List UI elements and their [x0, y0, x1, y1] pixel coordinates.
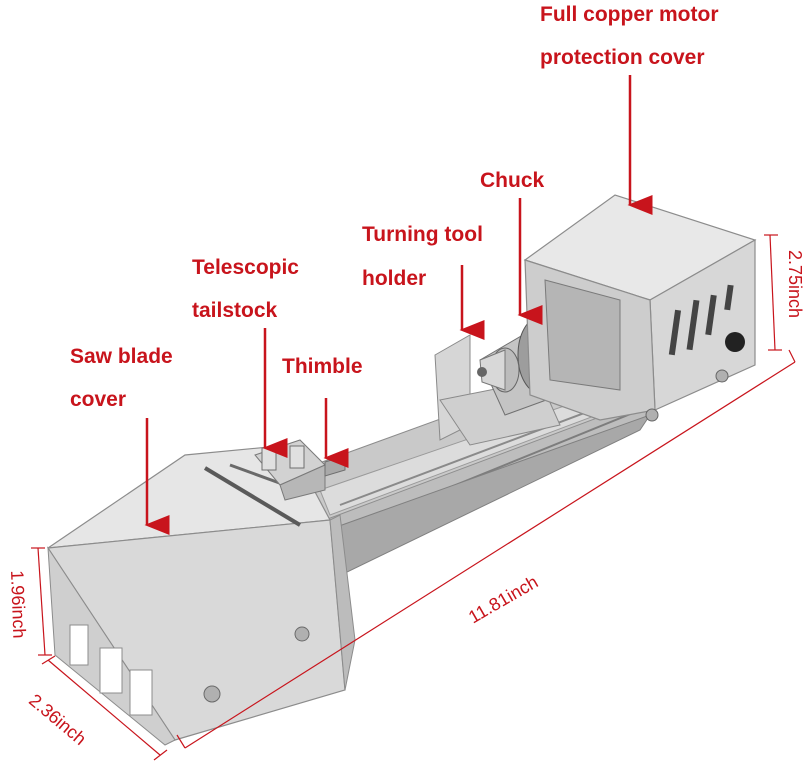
dimension-lines — [31, 234, 796, 761]
dimension-height-left: 1.96inch — [7, 570, 30, 639]
label-tailstock-line2: tailstock — [192, 299, 278, 322]
label-thimble: Thimble — [282, 355, 363, 378]
motor-protection-cover — [523, 194, 757, 422]
label-tool-holder-line1: Turning tool — [362, 223, 483, 246]
label-saw-cover-line1: Saw blade — [70, 345, 173, 368]
label-tailstock-line1: Telescopic — [192, 256, 299, 279]
dimension-height-right: 2.75inch — [785, 250, 804, 319]
label-motor-cover-line2: protection cover — [540, 46, 705, 69]
label-motor-cover-line1: Full copper motor — [540, 3, 719, 26]
label-chuck: Chuck — [480, 169, 545, 192]
label-saw-cover-line2: cover — [70, 388, 127, 411]
label-tool-holder-line2: holder — [362, 267, 427, 290]
aluminum-rail-bed — [299, 369, 661, 591]
callout-arrows — [144, 75, 653, 535]
saw-blade-cover — [46, 444, 356, 746]
